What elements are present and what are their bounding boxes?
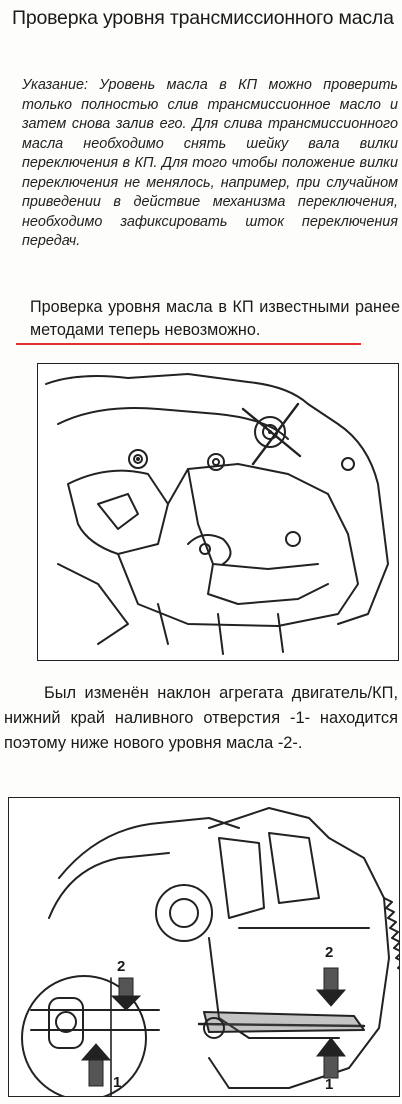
inset-label-2: 2 xyxy=(117,958,126,975)
transmission-figure-2: 2 1 2 1 xyxy=(8,797,400,1097)
red-underline xyxy=(16,343,361,345)
inset-label-1: 1 xyxy=(113,1074,122,1091)
label-filler-1: 1 xyxy=(325,1076,334,1093)
oil-check-paragraph: Проверка уровня масла в КП известными ра… xyxy=(30,298,400,339)
label-level-2: 2 xyxy=(325,944,334,961)
page-title: Проверка уровня трансмиссионного масла xyxy=(12,7,394,29)
oil-level-drawing xyxy=(21,807,399,1096)
transmission-drawing xyxy=(45,373,389,655)
incline-paragraph: Был изменён наклон агрегата двигатель/КП… xyxy=(4,684,398,752)
transmission-figure-1 xyxy=(37,363,399,661)
note-paragraph: Указание: Уровень масла в КП можно прове… xyxy=(22,77,398,249)
